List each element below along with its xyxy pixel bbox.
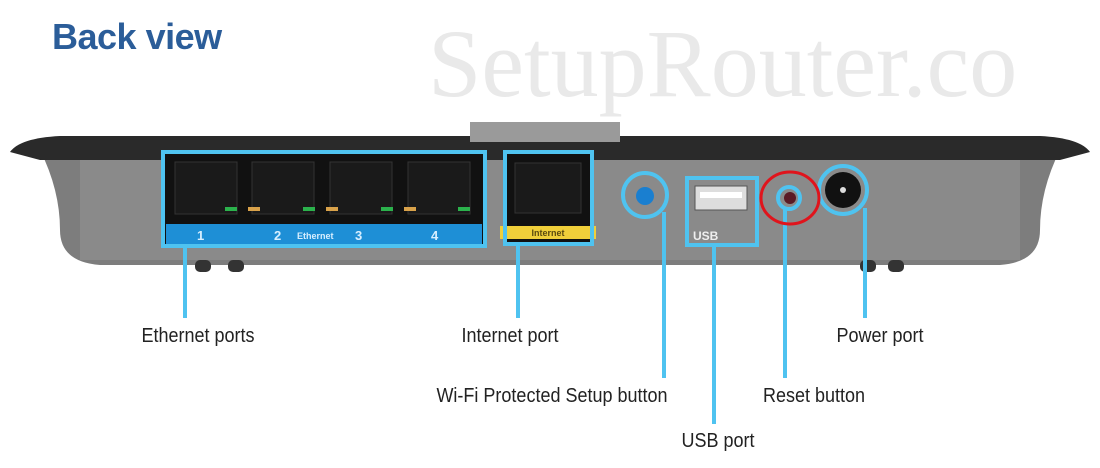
reset-button [784,192,796,204]
ethernet-port [329,161,393,215]
router-foot [195,260,211,272]
callout-wps-button: Wi-Fi Protected Setup button [436,385,668,407]
callout-power-port: Power port [836,325,924,347]
watermark: SetupRouter.co [428,10,1018,117]
reset-red-highlight [759,170,821,226]
callout-internet-port: Internet port [461,325,559,347]
router-top-panel [470,122,620,142]
internet-marking: Internet [531,228,564,238]
ethernet-port [251,161,315,215]
ethernet-port [174,161,238,215]
port-number-3: 3 [355,228,362,243]
callout-ethernet-ports: Ethernet ports [141,325,255,347]
internet-highlight [503,150,594,246]
usb-marking: USB [693,229,719,243]
port-number-2: 2 [274,228,281,243]
ethernet-port [407,161,471,215]
reset-highlight-inner [776,185,802,211]
callout-usb-port: USB port [681,430,755,452]
ethernet-marking: Ethernet [297,231,334,241]
ethernet-label-strip [166,224,482,244]
wps-highlight [621,171,669,219]
callout-reset-button: Reset button [762,385,866,407]
router-foot [228,260,244,272]
page-title: Back view [52,16,222,57]
router-foot [888,260,904,272]
port-number-1: 1 [197,228,204,243]
router-foot [860,260,876,272]
wps-button [636,187,654,205]
port-number-4: 4 [431,228,439,243]
internet-label-strip [500,226,596,239]
usb-highlight [685,176,759,247]
ethernet-highlight [161,150,487,248]
